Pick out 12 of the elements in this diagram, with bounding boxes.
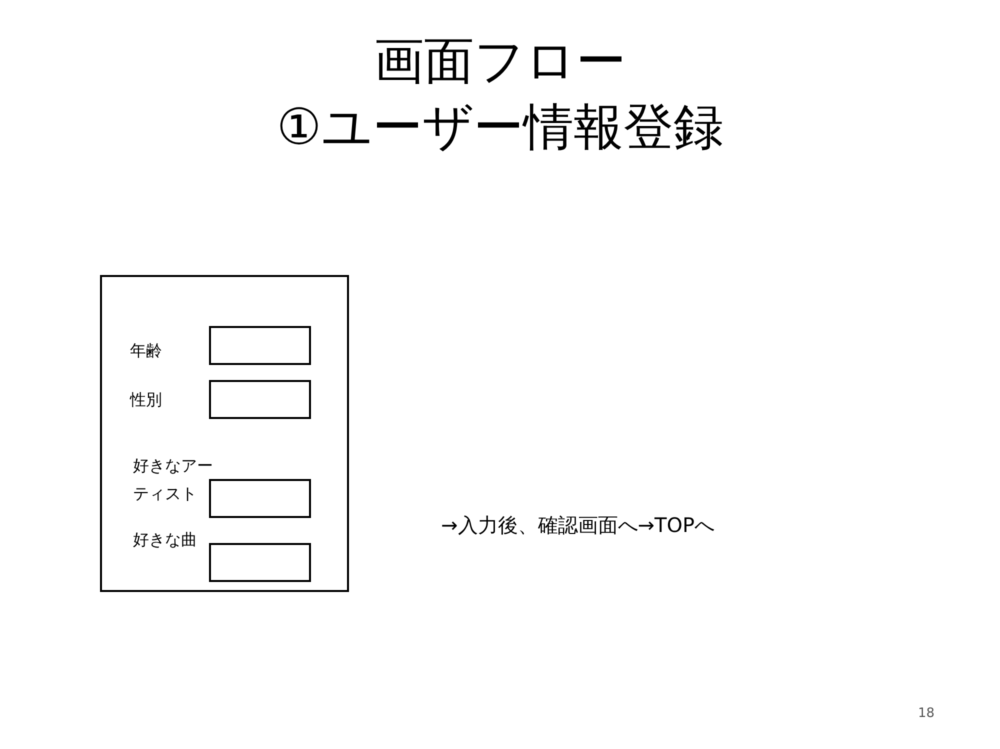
input-field <box>209 380 311 419</box>
note-text: →入力後、確認画面へ→TOPへ <box>441 512 715 539</box>
field-label: 年齢 <box>130 340 163 362</box>
field-label: 性別 <box>130 389 163 411</box>
slide-title: 画面フロー ①ユーザー情報登録 <box>276 31 724 158</box>
screen-frame <box>100 275 349 592</box>
input-field <box>209 479 311 518</box>
field-label: 好きな曲 <box>133 529 198 551</box>
input-field <box>209 326 311 365</box>
field-label: 好きなアーティスト <box>133 455 214 505</box>
page-number: 18 <box>918 706 935 721</box>
input-field <box>209 543 311 582</box>
